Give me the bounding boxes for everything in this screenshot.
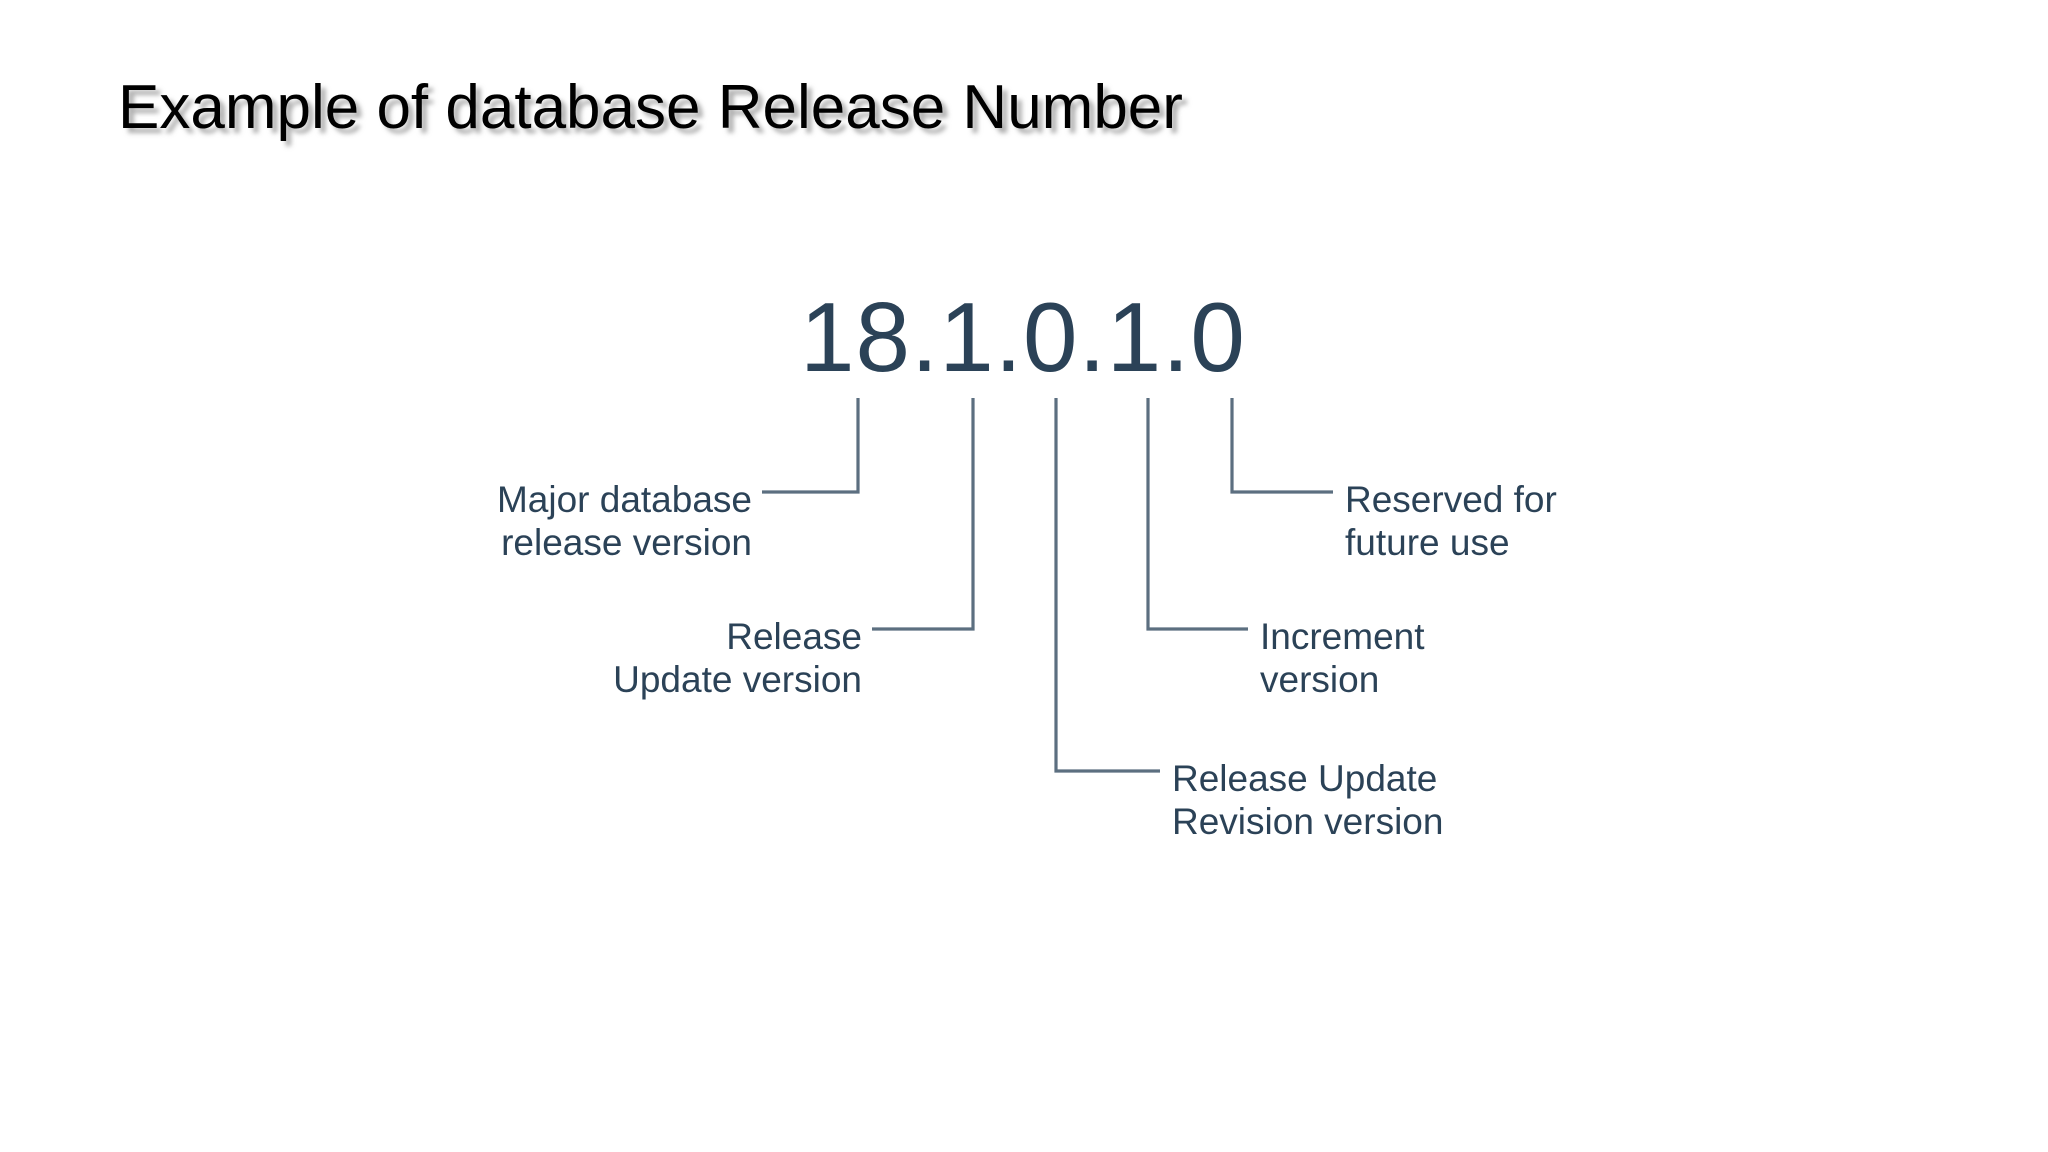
- callout-increment-version: Increment version: [1260, 615, 1680, 702]
- callout-release-update-version: Release Update version: [370, 615, 862, 702]
- callout-label-line-1: Release Update: [1172, 758, 1438, 799]
- callout-label-line-2: Update version: [613, 659, 862, 701]
- callout-release-update-revision-version: Release Update Revision version: [1172, 757, 1692, 844]
- callout-label-line-2: version: [1260, 659, 1380, 701]
- page-title: Example of database Release Number: [118, 73, 1183, 142]
- callout-label-line-1: Reserved for: [1345, 479, 1557, 520]
- callout-label-line-1: Release: [726, 616, 862, 657]
- leader-line-segment-1: [762, 398, 860, 494]
- callout-major-database-release-version: Major database release version: [260, 478, 752, 565]
- leader-line-segment-2: [872, 398, 975, 631]
- version-number-text: 18.1.0.1.0: [800, 282, 1246, 392]
- callout-label-line-2: release version: [501, 522, 752, 564]
- callout-label-line-2: Revision version: [1172, 801, 1444, 843]
- leader-line-segment-4: [1146, 398, 1248, 631]
- leader-line-segment-3: [1054, 398, 1160, 773]
- leader-line-segment-5: [1230, 398, 1333, 494]
- callout-label-line-1: Increment: [1260, 616, 1425, 657]
- callout-label-line-1: Major database: [496, 479, 752, 520]
- callout-label-line-2: future use: [1345, 522, 1510, 564]
- callout-reserved-for-future-use: Reserved for future use: [1345, 478, 1765, 565]
